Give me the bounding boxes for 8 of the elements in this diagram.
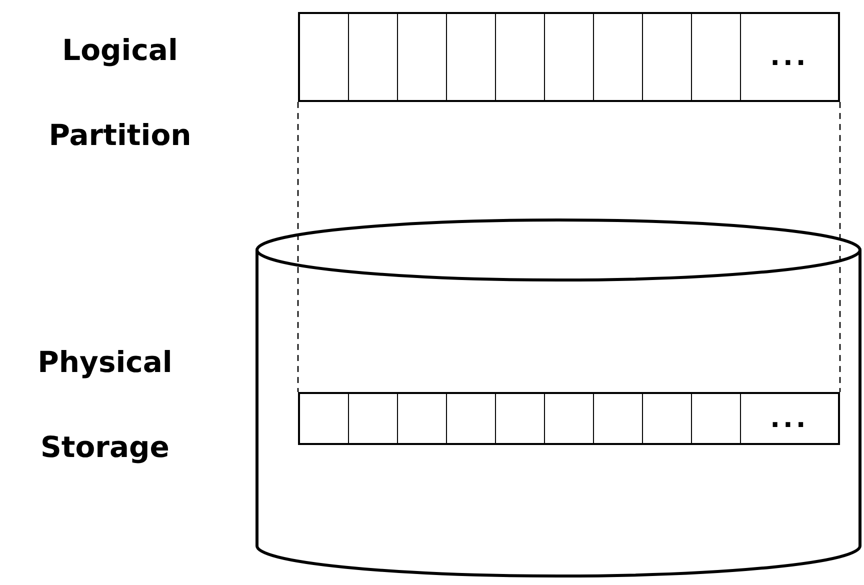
side-label: Physical Storage <box>36 344 174 466</box>
side-label: Logical Partition <box>48 32 192 154</box>
ellipsis-text: ... <box>770 404 809 434</box>
block-array <box>298 392 840 445</box>
dashed-guide-line <box>297 102 299 392</box>
block-array <box>298 12 840 102</box>
ellipsis-text: ... <box>770 42 809 72</box>
dashed-guide-line <box>839 102 841 392</box>
